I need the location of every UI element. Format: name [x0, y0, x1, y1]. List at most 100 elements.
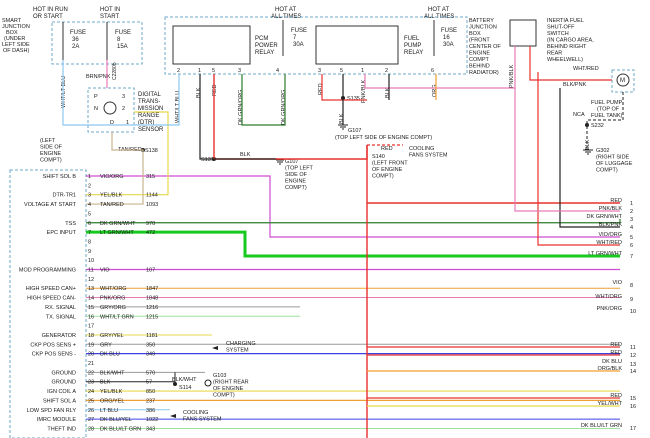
right-row-wire-label: PNK/BLK: [599, 206, 623, 212]
hot-all-times-a: HOT AT ALL TIMES: [271, 7, 301, 20]
right-row-wire-label: PNK/ORG: [597, 306, 622, 312]
charging-system-label: CHARGING SYSTEM: [226, 341, 257, 354]
pcm-wire-color: WHT/LT GRN: [100, 314, 134, 320]
bjb-pin-5a: 5: [212, 68, 215, 74]
g107-ground-icon: [338, 124, 348, 130]
pcm-wire-color: DK GRN/WHT: [100, 221, 136, 227]
pcm-pin-number: 24: [88, 389, 94, 395]
dtr-label: DIGITAL TRANS- MISSION RANGE (DTR) SENSO…: [138, 92, 165, 133]
pcm-pin-number: 7: [88, 230, 91, 236]
right-row-pin: 11: [630, 345, 636, 351]
pcm-pin-number: 16: [88, 314, 94, 320]
pcm-circuit-number: 107: [146, 268, 155, 274]
wire-wht-red-inertia: [529, 46, 612, 81]
pcm-circuit-number: 850: [146, 389, 155, 395]
bjb-label: BATTERY JUNCTION BOX (FRONT CENTER OF EN…: [469, 18, 502, 76]
s232-dot: [585, 123, 589, 127]
wire-red-relay: [213, 74, 368, 160]
wire-wht-red-pin6: [537, 72, 620, 246]
pcm-wire-color: BLK/WHT: [100, 370, 125, 376]
fuel-pump-circuit: INERTIA FUEL SHUT-OFF SWITCH (IN CARGO A…: [509, 18, 635, 174]
bjb-pin-3b: 3: [318, 68, 321, 74]
bjb-pin-2a: 2: [177, 68, 180, 74]
wire-ltgrn-wht: [86, 230, 620, 258]
bjb-splices: S135 G107 (TOP LEFT SIDE OF ENGINE COMPT…: [240, 96, 448, 180]
pcm-relay-box: [172, 25, 251, 65]
right-row-pin: 9: [630, 297, 633, 303]
right-row-wire-label: VIO: [613, 280, 623, 286]
dtr-pin-3: 3: [122, 94, 125, 100]
wire-wht-lt-blu-bjb: WHT/LT BLU: [175, 91, 181, 123]
dtr-outline: [87, 87, 135, 133]
middle-labels: CHARGING SYSTEM BLK/WHT S114 G103 (RIGHT…: [170, 341, 257, 423]
pcm-pin-number: 12: [88, 277, 94, 283]
pcm-pin-number: 17: [88, 324, 94, 330]
g103-label: G103 (RIGHT REAR OF ENGINE COMPT): [213, 373, 250, 399]
pcm-pin-number: 13: [88, 286, 94, 292]
pcm-wire-color: LT BLU: [100, 408, 118, 414]
wire-wht-ltblu: [62, 60, 180, 126]
s114-dot: [173, 382, 177, 386]
pcm-pin-number: 2: [88, 183, 91, 189]
pcm-relay-label: PCM POWER RELAY: [255, 36, 279, 56]
pcm-row-label: THEFT IND: [47, 426, 76, 432]
wire-pnk-blk-fuel: PNK/BLK: [361, 79, 367, 103]
wire-dkgrn-org-a: DK GRN/ORG: [238, 90, 244, 125]
bjb-pin-5b: 5: [340, 68, 343, 74]
pcm-wire-color: DK BLU: [100, 352, 120, 358]
pcm-pin-number: 26: [88, 408, 94, 414]
right-row-pin: 3: [630, 217, 633, 223]
pcm-row-label: SHIFT SOL A: [43, 398, 76, 404]
inertia-switch-box: [509, 19, 537, 47]
pcm-row-label: GENERATOR: [42, 333, 76, 339]
wht-red-right: WHT/RED: [573, 66, 599, 72]
pcm-circuit-number: 386: [146, 408, 155, 414]
blk-pnk-right: BLK/PNK: [563, 82, 587, 88]
wire-blk-fuel-b: BLK: [385, 87, 391, 98]
pcm-wire-color: GRY/YEL: [100, 333, 124, 339]
pcm-pin-number: 19: [88, 342, 94, 348]
smart-jb-label: SMART JUNCTION BOX (UNDER LEFT SIDE OF D…: [2, 18, 31, 54]
dtr-pin-p: P: [94, 94, 98, 100]
pcm-row-label: CKP POS SENS -: [32, 352, 76, 358]
right-row-pin: 13: [630, 362, 636, 368]
right-row-pin: 7: [630, 254, 633, 260]
s232-label: S232: [591, 123, 604, 129]
pcm-row-label: EPC INPUT: [47, 230, 77, 236]
right-row-wire-label: DK GRN/WHT: [587, 214, 623, 220]
pcm-wire-color: DK BLU/LT GRN: [100, 426, 141, 432]
right-row-wire-label: LT GRN/WHT: [588, 251, 622, 257]
pcm-wire-color: BLK: [100, 380, 111, 386]
fuel-pump-motor-icon: [616, 73, 630, 87]
pcm-pin-number: 22: [88, 370, 94, 376]
right-row-wire-label: RED: [610, 198, 622, 204]
pcm-circuit-number: 472: [146, 230, 155, 236]
s135-label: S135: [347, 96, 360, 102]
bjb-pin-4a: 4: [276, 68, 279, 74]
pcm-pin-number: 23: [88, 380, 94, 386]
pcm-circuit-number: 349: [146, 352, 155, 358]
red-to-fans: RED: [381, 146, 393, 152]
bjb-pin-1b: 1: [361, 68, 364, 74]
wire-dkgrn-org-b: DK GRN/ORG: [281, 90, 287, 125]
inertia-switch-label: INERTIA FUEL SHUT-OFF SWITCH (IN CARGO A…: [547, 18, 595, 63]
pcm-circuit-number: 315: [146, 174, 155, 180]
right-row-wire-label: DK BLU: [602, 359, 622, 365]
pcm-pin-number: 8: [88, 239, 91, 245]
pcm-pin-number: 25: [88, 398, 94, 404]
pcm-row-label: MOD PROGRAMMING: [19, 268, 76, 274]
pcm-circuit-number: 237: [146, 398, 155, 404]
pcm-circuit-number: 570: [146, 370, 155, 376]
g107b-ground-icon: [276, 159, 284, 165]
pcm-row-label: RX. SIGNAL: [45, 305, 76, 311]
pcm-circuit-number: 1848: [146, 296, 158, 302]
pcm-row-label: IMRC MODULE: [37, 417, 76, 423]
pcm-wire-color: VIO/ORG: [100, 174, 124, 180]
motor-m: M: [620, 78, 625, 84]
cooling-fans-label: COOLING FANS SYSTEM: [409, 146, 448, 159]
pcm-circuit-number: 1022: [146, 417, 158, 423]
wire-yel-blk: [86, 111, 169, 196]
pcm-row-label: HIGH SPEED CAN-: [27, 296, 76, 302]
